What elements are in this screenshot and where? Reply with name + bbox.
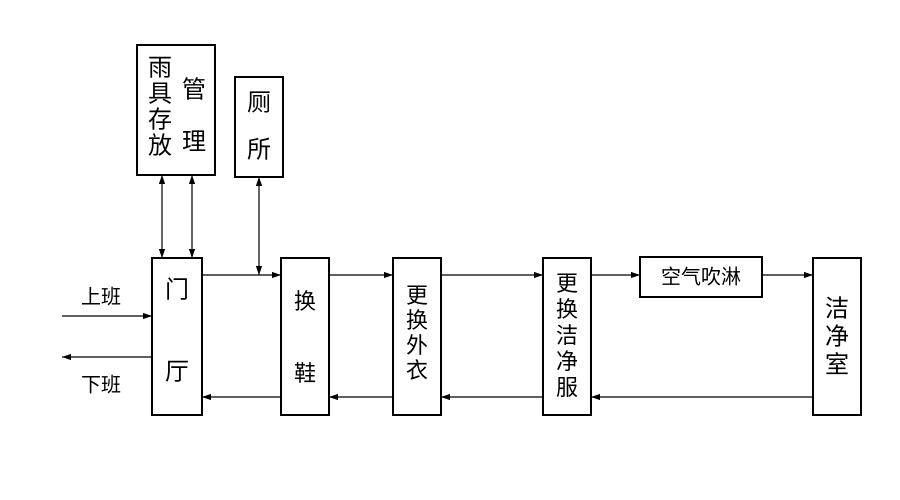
svg-text:管: 管 <box>182 76 206 104</box>
svg-text:外: 外 <box>406 334 428 359</box>
svg-text:室: 室 <box>825 351 849 379</box>
svg-text:服: 服 <box>556 376 578 401</box>
cleanroom-label: 洁 净 室 <box>825 295 849 379</box>
svg-text:存: 存 <box>148 106 172 134</box>
svg-text:放: 放 <box>148 132 172 160</box>
svg-text:更: 更 <box>406 284 428 309</box>
shoes-box <box>280 257 330 416</box>
toilet-label: 厕 所 <box>247 89 271 164</box>
svg-text:净: 净 <box>825 323 849 351</box>
svg-text:雨: 雨 <box>148 54 172 82</box>
outer-box <box>392 257 442 416</box>
shoes-label: 换 鞋 <box>294 290 316 387</box>
svg-text:厕: 厕 <box>247 89 271 117</box>
airshower-box <box>639 256 763 298</box>
svg-text:鞋: 鞋 <box>294 362 316 387</box>
toilet-box <box>234 76 284 178</box>
cleansuit-box <box>542 257 592 416</box>
svg-text:洁: 洁 <box>825 295 849 323</box>
hall-box <box>151 257 203 416</box>
hall-label: 门 厅 <box>165 276 189 386</box>
airshower-label: 空气吹淋 <box>661 265 741 289</box>
svg-text:衣: 衣 <box>406 359 428 384</box>
svg-text:洁: 洁 <box>556 324 578 349</box>
svg-text:更: 更 <box>556 272 578 297</box>
on-duty-label: 上班 <box>81 285 121 309</box>
svg-text:净: 净 <box>556 350 578 375</box>
raingear-box <box>136 44 216 176</box>
svg-text:具: 具 <box>148 80 172 108</box>
svg-text:换: 换 <box>556 298 578 323</box>
svg-text:门: 门 <box>165 276 189 304</box>
off-duty-label: 下班 <box>81 373 121 397</box>
raingear-label: 雨 具 存 放 管 理 <box>148 54 206 160</box>
cleanroom-box <box>812 257 862 416</box>
svg-text:理: 理 <box>182 128 206 156</box>
svg-text:厅: 厅 <box>165 358 189 386</box>
outer-label: 更 换 外 衣 <box>406 284 428 384</box>
svg-text:所: 所 <box>247 136 271 164</box>
svg-text:换: 换 <box>294 290 316 315</box>
svg-text:换: 换 <box>406 309 428 334</box>
cleansuit-label: 更 换 洁 净 服 <box>556 272 578 401</box>
